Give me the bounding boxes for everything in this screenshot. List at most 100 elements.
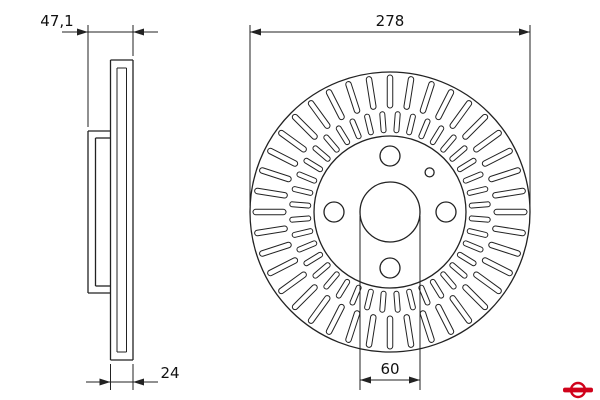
vent-slot	[365, 314, 377, 348]
vent-slot	[440, 134, 457, 153]
outer-diameter-circle	[249, 71, 531, 353]
vent-slot	[307, 295, 331, 324]
vent-slot	[386, 74, 394, 109]
vent-slot	[456, 157, 477, 173]
bolt-hole	[379, 257, 401, 279]
vent-slot	[449, 295, 473, 324]
bolt-hole	[435, 201, 457, 223]
bosch-logo-icon	[563, 381, 593, 399]
vent-slot	[323, 271, 340, 290]
vent-slot-ring-inner	[289, 111, 491, 313]
center-bore-circle	[359, 181, 421, 243]
bolt-hole	[323, 201, 345, 223]
vent-slot	[468, 215, 491, 223]
vent-slot	[468, 201, 491, 209]
vent-slot	[291, 228, 314, 238]
vent-slot	[325, 303, 345, 335]
vent-slot	[473, 271, 502, 295]
bolt-hole	[379, 145, 401, 167]
dimension-label-center-bore: 60	[380, 360, 399, 378]
hub-circle	[313, 135, 467, 289]
vent-slot	[267, 257, 299, 277]
dimension-center-bore: 60	[359, 216, 421, 390]
vent-slot	[481, 257, 513, 277]
vent-slot	[307, 100, 331, 129]
vent-slot	[466, 186, 489, 196]
vent-slot	[393, 111, 401, 134]
vent-slot	[403, 76, 415, 110]
vent-slot	[296, 171, 318, 184]
vent-slot	[364, 288, 374, 311]
dimension-disc-thickness: 24	[86, 364, 180, 390]
vent-slot	[267, 147, 299, 167]
vent-slot	[259, 241, 292, 257]
vent-slot	[488, 167, 521, 183]
vent-slot	[449, 100, 473, 129]
vent-slot	[406, 288, 416, 311]
arrowhead	[250, 28, 261, 36]
arrowhead	[133, 378, 144, 386]
vent-slot	[379, 111, 387, 134]
vent-slot	[419, 310, 435, 343]
vent-slot	[393, 290, 401, 313]
vent-slot	[303, 157, 324, 173]
vent-slot	[466, 228, 489, 238]
vent-slot	[456, 251, 477, 267]
arrowhead	[77, 28, 88, 36]
vent-slot	[492, 225, 526, 237]
locating-pin-hole	[424, 167, 435, 178]
vent-slot	[488, 241, 521, 257]
vent-slot	[379, 290, 387, 313]
vent-slot	[386, 315, 394, 350]
vent-slot	[345, 81, 361, 114]
vent-slot	[492, 187, 526, 199]
vent-slot	[462, 171, 484, 184]
arrowhead	[99, 378, 111, 386]
cross-section-view	[87, 59, 134, 361]
vent-slot	[473, 129, 502, 153]
vent-slot	[440, 271, 457, 290]
vent-slot	[364, 113, 374, 136]
vent-slot	[323, 134, 340, 153]
vent-slot	[254, 187, 288, 199]
vent-slot	[335, 125, 351, 146]
vent-slot	[435, 89, 455, 121]
vent-slot	[365, 76, 377, 110]
vent-slot	[335, 278, 351, 299]
vent-slot	[291, 284, 318, 311]
arrowhead	[519, 28, 530, 36]
vent-slot	[435, 303, 455, 335]
vent-slot	[429, 125, 445, 146]
vent-slot	[462, 240, 484, 253]
logo-armature-bar	[563, 387, 593, 393]
vent-slot	[429, 278, 445, 299]
dimension-overall-width: 47,1	[40, 12, 158, 127]
dimension-label-overall-width: 47,1	[40, 12, 73, 30]
vent-slot	[259, 167, 292, 183]
vent-slot	[449, 262, 468, 279]
vent-slot	[254, 225, 288, 237]
vent-slot	[289, 215, 312, 223]
vent-slot	[349, 118, 362, 140]
vent-slot	[419, 81, 435, 114]
dimension-outer-diameter: 278	[249, 12, 531, 206]
dimension-label-outer-diameter: 278	[376, 12, 405, 30]
arrowhead	[133, 28, 144, 36]
vent-slot	[303, 251, 324, 267]
vent-slot	[289, 201, 312, 209]
vent-slot	[278, 271, 307, 295]
vent-slot	[493, 208, 528, 216]
vent-slot	[296, 240, 318, 253]
vent-slot	[418, 118, 431, 140]
vent-slot	[291, 186, 314, 196]
vent-slot	[312, 145, 331, 162]
vent-slot-ring-outer	[252, 74, 528, 350]
vent-slot	[406, 113, 416, 136]
vent-slot	[462, 113, 489, 140]
vent-slot	[462, 284, 489, 311]
arrowhead	[409, 376, 420, 384]
vent-slot	[312, 262, 331, 279]
vent-slot	[291, 113, 318, 140]
